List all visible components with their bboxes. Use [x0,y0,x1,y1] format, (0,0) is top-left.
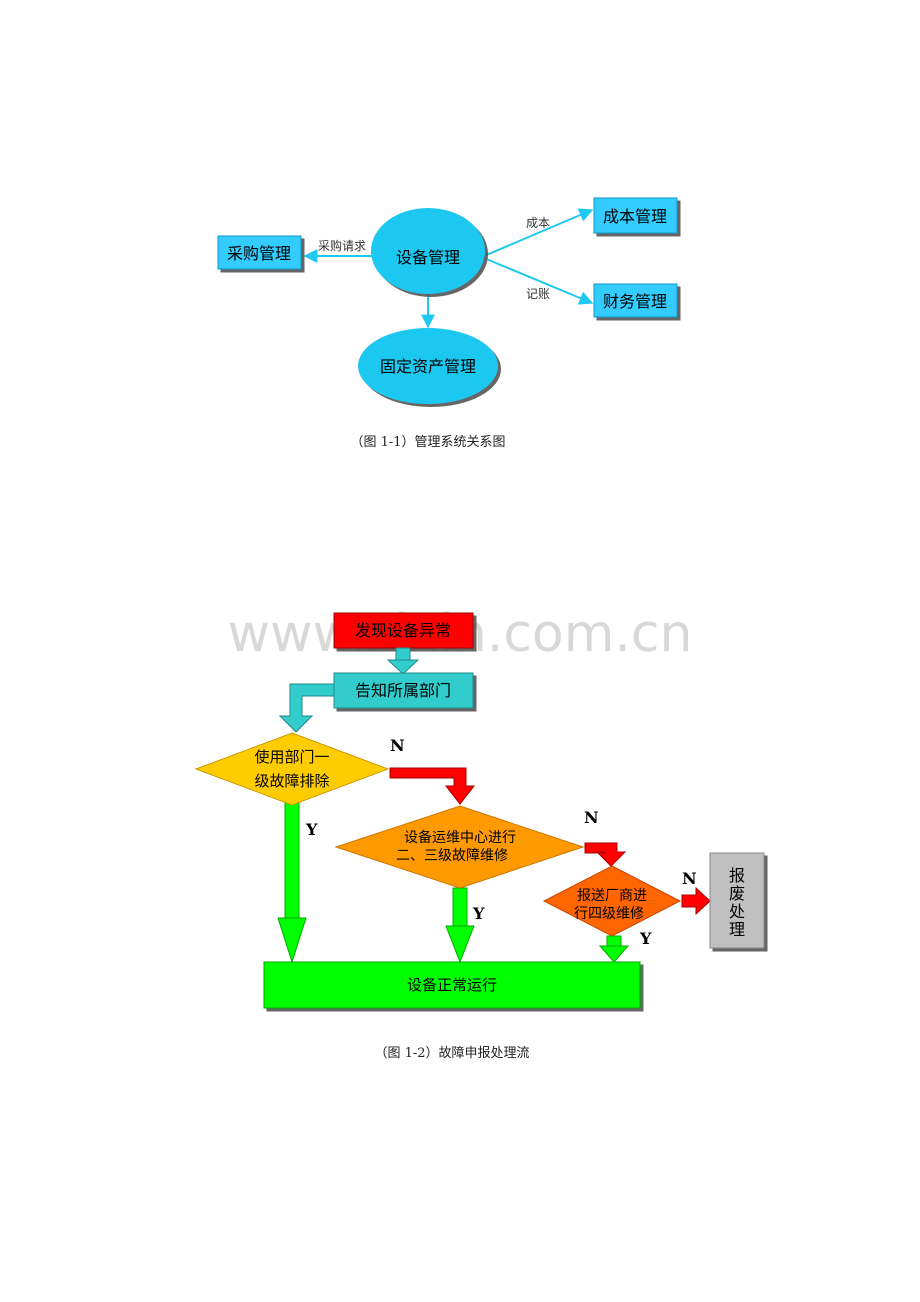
edge-label-purchase: 采购请求 [318,238,366,253]
node-fixed-assets-management [358,328,498,404]
node-equipment-management-label: 设备管理 [396,248,460,267]
node-normal-operation [263,961,641,1009]
arrow-discover-to-notify [386,647,420,675]
node-level4-label-1: 报送厂商进 [577,888,647,904]
arrow-notify-to-level1 [278,683,335,733]
node-normal-label: 设备正常运行 [407,976,497,994]
node-fixed-assets-label: 固定资产管理 [380,357,476,376]
node-cost-management [593,197,678,234]
edge-finance [483,257,594,305]
no-arrow-level23 [584,842,627,867]
node-finance-management [593,283,678,318]
figure-caption-1: （图 1-1）管理系统关系图 [350,435,505,450]
node-scrap-char-2: 废 [729,884,745,903]
node-level4-vendor-repair [542,865,682,937]
no-label-level1: N [390,736,405,755]
edge-cost [483,208,594,257]
yes-arrow-level4 [598,935,630,963]
no-label-level4: N [682,869,697,888]
node-scrap-char-3: 处 [729,902,745,921]
node-scrap-char-4: 理 [729,920,745,939]
node-cost-label: 成本管理 [603,207,667,226]
yes-label-level23: Y [472,904,485,923]
yes-arrow-level23 [445,887,475,964]
node-scrap-disposal [709,852,765,949]
yes-label-level4: Y [639,929,652,948]
node-scrap-char-1: 报 [729,866,745,885]
node-level23-label-2: 二、三级故障维修 [396,848,508,864]
node-level23-label-1: 设备运维中心进行 [404,829,516,846]
no-arrow-level4 [681,886,711,916]
node-purchase-management [217,235,302,270]
node-equipment-management [371,208,485,294]
figure-caption-2: （图 1-2）故障申报处理流 [374,1046,529,1061]
node-discover-label: 发现设备异常 [355,621,451,640]
edge-label-cost: 成本 [526,216,550,230]
yes-label-level1: Y [305,820,318,839]
no-label-level23: N [584,808,599,827]
node-level23-repair [334,805,585,889]
node-purchase-label: 采购管理 [227,244,291,263]
node-level4-label-2: 行四级维修 [574,906,644,922]
no-arrow-level1 [389,767,476,805]
node-finance-label: 财务管理 [603,292,667,311]
node-level1-label-2: 级故障排除 [254,772,329,790]
node-level1-troubleshoot [194,732,390,806]
node-level1-label-1: 使用部门一 [254,748,329,766]
management-relationship-diagram: 采购请求 成本 记账 设备管理 采购管理 成本管理 财务管理 固定资产管理 （图… [217,197,678,450]
yes-arrow-level1 [277,801,307,964]
edge-label-finance: 记账 [526,287,550,301]
fault-reporting-flowchart: 发现设备异常 告知所属部门 使用部门一 级故障排除 N Y 设备运维中心进行 二… [194,612,765,1061]
node-notify-label: 告知所属部门 [355,681,451,700]
